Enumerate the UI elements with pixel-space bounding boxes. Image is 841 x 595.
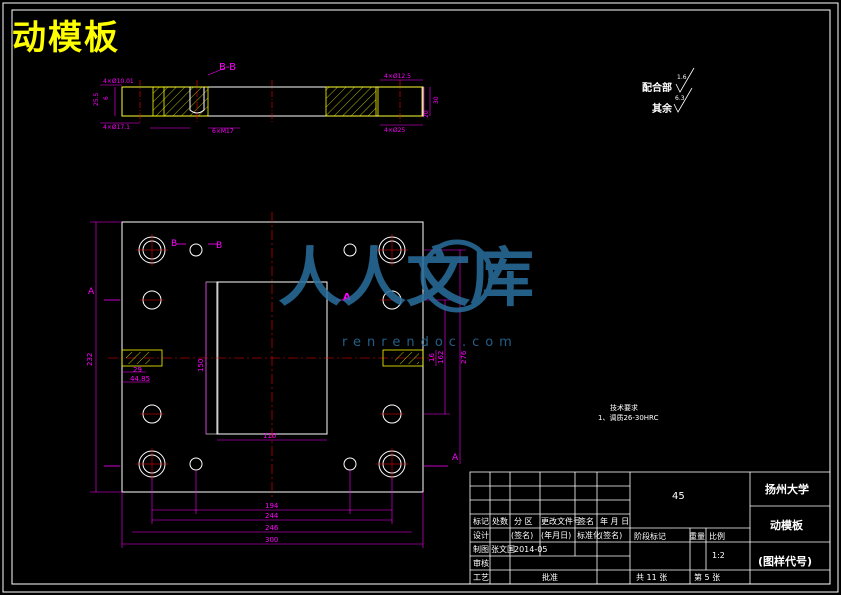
tb-cell-signature: 签名 bbox=[578, 517, 594, 526]
tb-cell-drafter-date: 2014-05 bbox=[514, 545, 548, 554]
tb-cell-drafter-label: 制图 bbox=[473, 545, 489, 554]
dim-section-h1: 25.5 bbox=[93, 92, 100, 106]
roughness-rest-label: 其余 bbox=[652, 102, 673, 115]
section-mark-a-right: A bbox=[452, 453, 459, 463]
tb-cell-zone: 分 区 bbox=[514, 517, 533, 526]
tb-cell-drafter-name: 张文国 bbox=[491, 545, 515, 554]
section-mark-a-left: A bbox=[88, 287, 95, 297]
dim-bottom-2: 244 bbox=[265, 512, 279, 520]
roughness-symbol-2 bbox=[673, 87, 693, 113]
tb-sheet-no: 第 5 张 bbox=[694, 573, 721, 582]
small-hole-tr bbox=[343, 243, 357, 257]
tb-cell-standard-sign: (签名) bbox=[600, 531, 623, 540]
tb-cell-date: 年 月 日 bbox=[600, 517, 630, 526]
tb-cell-mark: 标记 bbox=[473, 517, 489, 526]
dim-bottom-3: 246 bbox=[265, 524, 279, 532]
tb-stage-label: 阶段标记 bbox=[634, 532, 666, 541]
tech-req-title: 技术要求 bbox=[610, 403, 638, 412]
tb-cell-design-date: (年月日) bbox=[541, 531, 572, 540]
tb-weight-label: 重量 bbox=[689, 532, 705, 541]
dim-pocket-height: 150 bbox=[197, 359, 205, 372]
roughness-symbol-1 bbox=[675, 67, 695, 93]
section-mark-b-left: B bbox=[171, 239, 177, 249]
small-hole-tl bbox=[189, 243, 203, 257]
tb-scale-value: 1:2 bbox=[712, 551, 725, 560]
title-block bbox=[469, 471, 831, 585]
roughness-mating-value: 1.6 bbox=[677, 74, 687, 81]
dim-right-inner: 16 bbox=[428, 353, 436, 362]
tb-cell-review: 审核 bbox=[473, 559, 489, 568]
roughness-block: 配合部 1.6 其余 6.3 bbox=[642, 67, 695, 115]
dim-hole-offset-1: 29 bbox=[133, 366, 142, 374]
roughness-mating-label: 配合部 bbox=[642, 81, 672, 94]
watermark-logo-icon bbox=[420, 239, 494, 313]
dim-bottom-1: 194 bbox=[265, 502, 279, 510]
tech-req-line1: 1、调质26-30HRC bbox=[598, 413, 659, 422]
tb-total-sheets: 共 11 张 bbox=[636, 573, 668, 582]
tb-material: 45 bbox=[672, 491, 685, 502]
section-label: B-B bbox=[219, 62, 236, 73]
section-mark-a-mid: A bbox=[343, 292, 351, 303]
tb-drawing-code: (图样代号) bbox=[758, 555, 813, 568]
plan-view: A A A B B bbox=[86, 212, 468, 548]
drawing-title: 动模板 bbox=[12, 18, 120, 58]
watermark-url: renrendoc.com bbox=[342, 335, 518, 350]
side-thread-right bbox=[382, 349, 424, 367]
dim-section-h2: 6 bbox=[103, 96, 110, 100]
tb-cell-approve: 批准 bbox=[542, 573, 558, 582]
tb-cell-change-doc: 更改文件号 bbox=[541, 517, 581, 526]
dim-hole-offset-2: 44.85 bbox=[130, 375, 150, 383]
side-thread-left bbox=[121, 349, 163, 367]
tb-cell-design: 设计 bbox=[473, 531, 489, 540]
dim-left-height: 232 bbox=[86, 353, 94, 366]
section-view: 4×Ø10.01 4×Ø17.1 4×Ø12.5 4×Ø25 25.5 6 30… bbox=[93, 62, 440, 135]
dim-section-rh2: 20 bbox=[423, 110, 430, 118]
dim-section-r1: 4×Ø12.5 bbox=[384, 73, 411, 80]
section-mark-b-right: B bbox=[216, 241, 222, 251]
tb-cell-standard: 标准化 bbox=[577, 531, 601, 540]
tb-school: 扬州大学 bbox=[765, 483, 809, 496]
dim-section-thread: 6×M17 bbox=[212, 128, 234, 135]
dim-section-rh1: 30 bbox=[433, 96, 440, 104]
roughness-rest-value: 6.3 bbox=[675, 95, 685, 102]
dim-right-outer: 276 bbox=[460, 350, 468, 364]
tb-part-name: 动模板 bbox=[770, 519, 803, 532]
section-hatch-left bbox=[152, 86, 209, 117]
dim-section-l1: 4×Ø10.01 bbox=[103, 78, 134, 85]
dim-section-l2: 4×Ø17.1 bbox=[103, 124, 130, 131]
small-hole-br bbox=[343, 457, 357, 471]
section-bore-left bbox=[121, 86, 165, 117]
dim-pocket-width: 110 bbox=[263, 432, 276, 440]
small-hole-bl bbox=[189, 457, 203, 471]
dim-right-mid: 162 bbox=[437, 351, 445, 364]
dim-bottom-4: 300 bbox=[265, 536, 278, 544]
tb-cell-design-sign: (签名) bbox=[511, 531, 534, 540]
inner-border bbox=[11, 9, 831, 585]
tb-scale-label: 比例 bbox=[709, 532, 725, 541]
tb-cell-process: 工艺 bbox=[473, 573, 489, 582]
dim-section-r2: 4×Ø25 bbox=[384, 127, 405, 134]
watermark-text: 人人文库 bbox=[278, 242, 534, 316]
tb-cell-count: 处数 bbox=[492, 517, 508, 526]
section-hatch-right bbox=[325, 86, 377, 117]
watermark: 人人文库 renrendoc.com bbox=[278, 239, 534, 350]
